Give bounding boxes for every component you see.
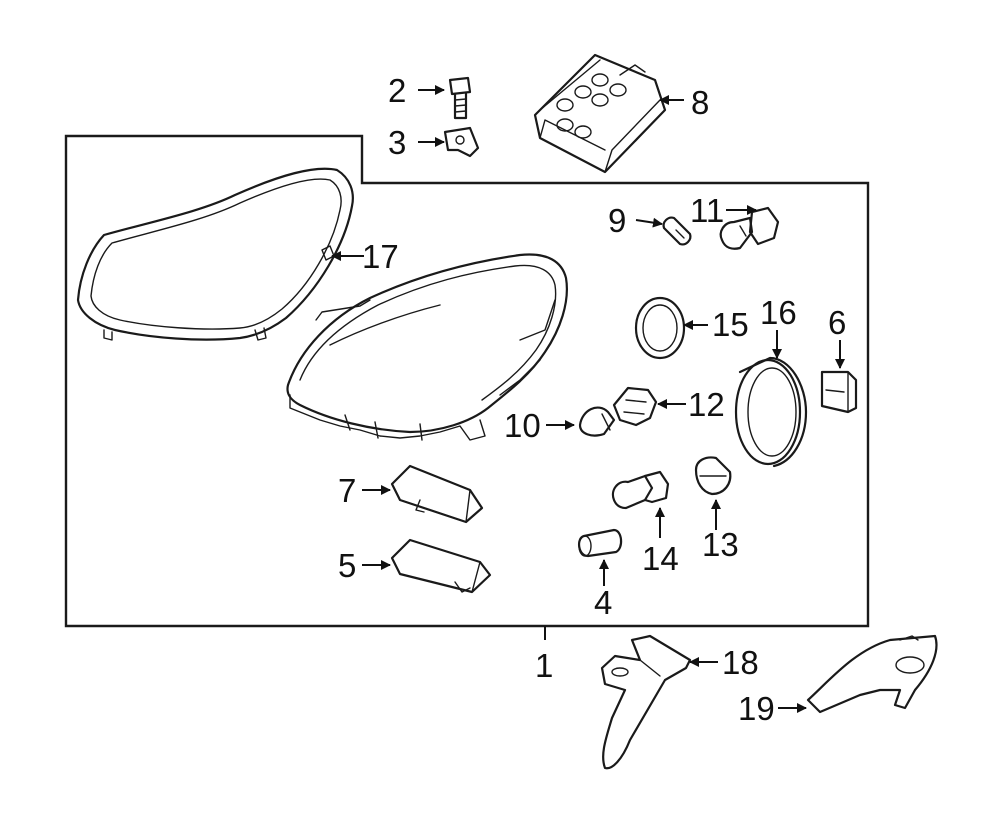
callout-17: 17 — [362, 238, 399, 275]
bulb-10-part — [578, 406, 616, 437]
callout-18: 18 — [722, 644, 759, 681]
callout-19: 19 — [738, 690, 775, 727]
headlamp-housing-part — [286, 253, 568, 441]
callout-labels: 2 3 8 17 9 11 15 16 6 10 12 13 14 4 7 5 … — [338, 72, 846, 727]
headlamp-lens-part — [76, 167, 354, 341]
large-cap-part — [734, 356, 808, 468]
ballast-module-5-part — [390, 538, 492, 594]
bracket-19-part — [806, 634, 938, 714]
bolt-part — [448, 76, 472, 120]
callout-11: 11 — [690, 192, 724, 229]
callout-7: 7 — [338, 472, 356, 509]
callout-9: 9 — [608, 202, 626, 239]
tube-4-part — [578, 528, 623, 558]
small-module-6-part — [820, 370, 858, 414]
bulb-14-part — [611, 470, 670, 510]
callout-14: 14 — [642, 540, 679, 577]
leader-arrows — [331, 85, 845, 713]
callout-6: 6 — [828, 304, 846, 341]
socket-12-part — [612, 386, 658, 427]
socket-13-part — [694, 456, 732, 496]
callout-1: 1 — [535, 647, 553, 684]
bracket-clip-part — [443, 126, 480, 158]
callout-3: 3 — [388, 124, 406, 161]
ballast-module-7-part — [390, 464, 484, 524]
callout-8: 8 — [691, 84, 709, 121]
assembly-boundary — [64, 134, 870, 628]
callout-4: 4 — [594, 584, 612, 621]
callout-2: 2 — [388, 72, 406, 109]
callout-12: 12 — [688, 386, 725, 423]
callout-16: 16 — [760, 294, 797, 331]
halogen-bulb-11-part — [719, 206, 780, 250]
seal-ring-part — [634, 296, 686, 360]
callout-13: 13 — [702, 526, 739, 563]
bracket-18-part — [600, 634, 692, 770]
small-bulb-9-part — [662, 216, 692, 246]
callout-10: 10 — [504, 407, 541, 444]
control-module-part — [533, 53, 667, 174]
callout-15: 15 — [712, 306, 749, 343]
callout-5: 5 — [338, 547, 356, 584]
